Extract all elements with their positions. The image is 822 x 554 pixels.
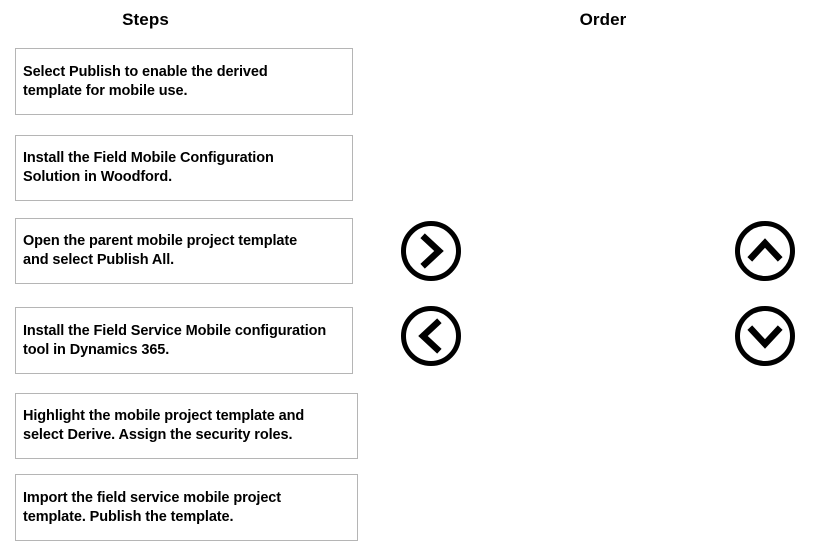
step-item[interactable]: Install the Field Service Mobile configu… <box>15 307 353 374</box>
step-item[interactable]: Select Publish to enable the derived tem… <box>15 48 353 115</box>
step-item-label: Select Publish to enable the derived tem… <box>23 63 268 99</box>
chevron-right-circle-icon <box>401 221 461 281</box>
chevron-down-circle-icon <box>735 306 795 366</box>
step-item[interactable]: Import the field service mobile project … <box>15 474 358 541</box>
move-right-button[interactable] <box>401 221 461 281</box>
order-list[interactable] <box>490 44 720 544</box>
move-down-button[interactable] <box>735 306 795 366</box>
chevron-up-circle-icon <box>735 221 795 281</box>
step-item[interactable]: Open the parent mobile project template … <box>15 218 353 284</box>
step-item-label: Import the field service mobile project … <box>23 489 281 525</box>
step-item-label: Install the Field Mobile Configuration S… <box>23 150 274 185</box>
steps-column-header: Steps <box>122 10 169 29</box>
step-item-label: Highlight the mobile project template an… <box>23 408 305 443</box>
chevron-left-circle-icon <box>401 306 461 366</box>
step-item-label: Open the parent mobile project template … <box>23 233 298 268</box>
move-left-button[interactable] <box>401 306 461 366</box>
step-item[interactable]: Install the Field Mobile Configuration S… <box>15 135 353 201</box>
step-item[interactable]: Highlight the mobile project template an… <box>15 393 358 459</box>
order-column-header: Order <box>579 10 627 29</box>
move-up-button[interactable] <box>735 221 795 281</box>
steps-list: Select Publish to enable the derived tem… <box>0 0 380 554</box>
step-item-label: Install the Field Service Mobile configu… <box>23 322 327 358</box>
